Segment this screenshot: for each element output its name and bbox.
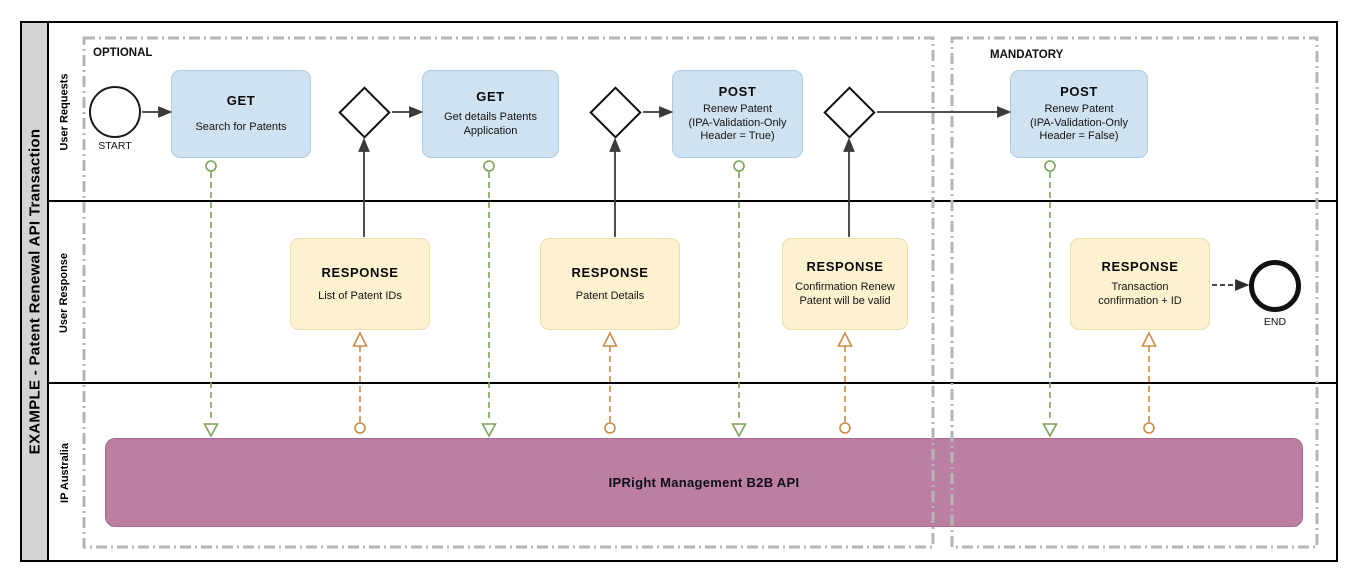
lane-separator-1: [49, 200, 1336, 202]
response-description: Confirmation Renew Patent will be valid: [795, 281, 895, 307]
lane-user-requests-label: User Requests: [58, 72, 71, 151]
pool-title-bar: EXAMPLE - Patent Renewal API Transaction: [20, 21, 49, 562]
response-method: RESPONSE: [1101, 259, 1179, 275]
start-event-label: START: [98, 140, 132, 152]
response-confirmation-renew: RESPONSE Confirmation Renew Patent will …: [782, 238, 908, 330]
response-description: Patent Details: [575, 289, 645, 302]
response-transaction-confirmation: RESPONSE Transaction confirmation + ID: [1070, 238, 1210, 330]
response-patent-details: RESPONSE Patent Details: [540, 238, 680, 330]
response-method: RESPONSE: [806, 259, 884, 275]
lane-user-requests: User Requests: [49, 23, 80, 200]
pool-title: EXAMPLE - Patent Renewal API Transaction: [26, 128, 43, 455]
task-method: POST: [1060, 83, 1098, 99]
lane-user-response: User Response: [49, 203, 80, 382]
task-get-patent-details: GET Get details Patents Application: [422, 70, 559, 158]
response-description: Transaction confirmation + ID: [1098, 281, 1182, 307]
api-box-label: IPRight Management B2B API: [608, 475, 800, 490]
task-description: Search for Patents: [195, 121, 287, 134]
response-list-patent-ids: RESPONSE List of Patent IDs: [290, 238, 430, 330]
task-method: POST: [718, 83, 757, 99]
group-optional-label: OPTIONAL: [93, 47, 153, 59]
end-event-label: END: [1263, 316, 1287, 328]
start-event: [89, 86, 141, 138]
response-description: List of Patent IDs: [318, 289, 402, 302]
api-box: IPRight Management B2B API: [105, 438, 1303, 527]
lane-separator-2: [49, 382, 1336, 384]
task-get-search-patents: GET Search for Patents: [171, 70, 311, 158]
lane-ip-australia: IP Australia: [49, 385, 80, 560]
end-event: [1249, 260, 1301, 312]
response-method: RESPONSE: [571, 264, 649, 280]
task-description: Renew Patent (IPA-Validation-Only Header…: [1029, 102, 1129, 143]
task-post-renew-commit: POST Renew Patent (IPA-Validation-Only H…: [1010, 70, 1148, 158]
task-description: Get details Patents Application: [444, 111, 537, 137]
task-method: GET: [226, 93, 256, 109]
response-method: RESPONSE: [321, 264, 399, 280]
task-method: GET: [476, 89, 505, 105]
task-post-renew-validate: POST Renew Patent (IPA-Validation-Only H…: [672, 70, 803, 158]
lane-user-response-label: User Response: [58, 252, 71, 333]
task-description: Renew Patent (IPA-Validation-Only Header…: [688, 102, 787, 143]
group-mandatory-label: MANDATORY: [990, 49, 1064, 61]
lane-ip-australia-label: IP Australia: [58, 442, 71, 503]
